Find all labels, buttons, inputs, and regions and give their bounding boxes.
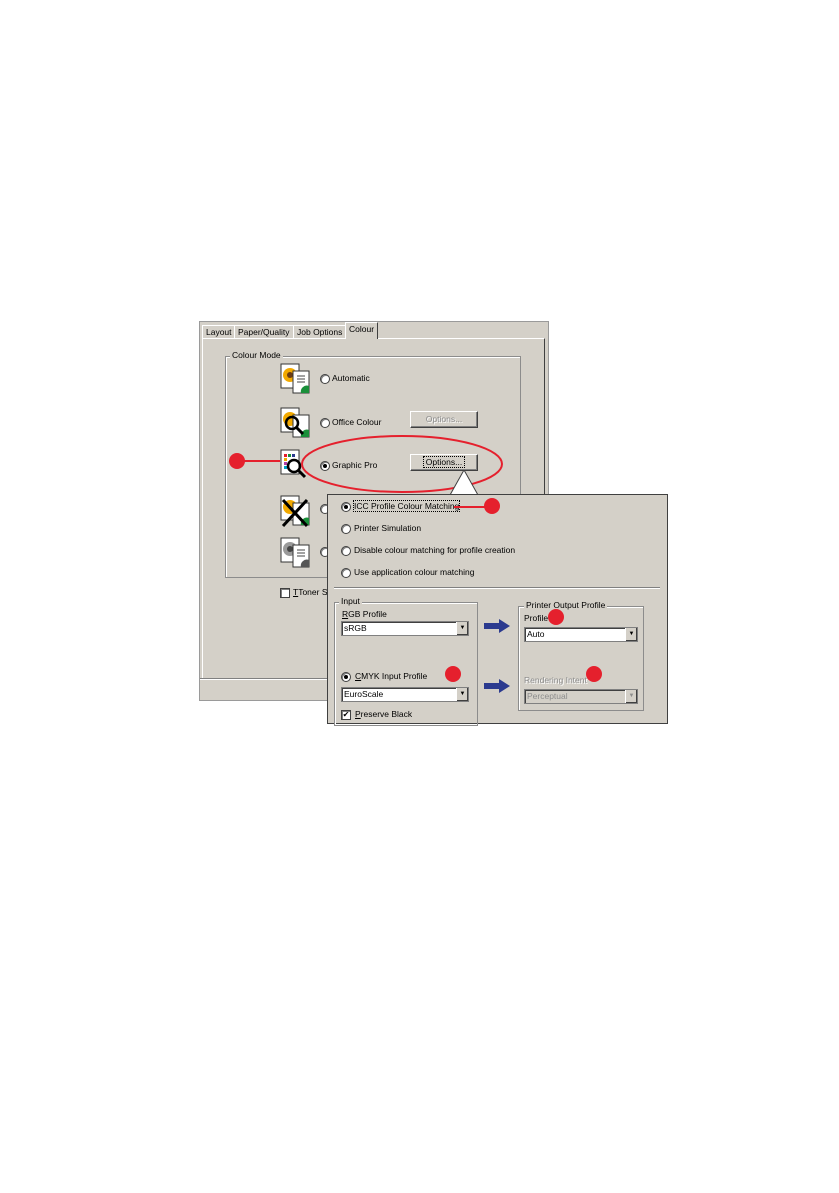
- automatic-label: Automatic: [332, 373, 370, 383]
- cmyk-profile-value: EuroScale: [344, 689, 384, 699]
- tab-layout[interactable]: Layout: [202, 325, 236, 339]
- output-profile-dropdown-arrow-icon[interactable]: ▼: [625, 628, 637, 641]
- printer-simulation-radio[interactable]: [341, 524, 351, 534]
- office-colour-radio[interactable]: [320, 418, 330, 428]
- disable-matching-radio[interactable]: [341, 546, 351, 556]
- callout-marker-3: [548, 609, 564, 625]
- toner-saving-label: TToner Sav: [293, 587, 337, 597]
- icc-profile-radio[interactable]: [341, 502, 351, 512]
- output-profile-label: Profile: [524, 613, 549, 623]
- printer-output-profile-legend: Printer Output Profile: [524, 600, 608, 610]
- graphic-pro-radio[interactable]: [320, 461, 330, 471]
- graphic-pro-options-button[interactable]: Options...: [410, 454, 478, 471]
- graphic-pro-highlight-ellipse: [301, 435, 503, 493]
- colour-mode-legend: Colour Mode: [230, 350, 283, 360]
- printer-simulation-label: Printer Simulation: [354, 523, 422, 533]
- output-profile-value: Auto: [527, 629, 545, 639]
- office-colour-icon: [280, 407, 310, 438]
- callout-marker-2: [484, 498, 500, 514]
- colour-options-dialog: ICC Profile Colour Matching Printer Simu…: [327, 494, 668, 726]
- monochrome-mode-icon: [280, 537, 310, 568]
- cmyk-input-label: CMYK Input Profile: [355, 671, 428, 681]
- dialog-pointer: [449, 470, 479, 496]
- callout-line-1: [243, 460, 280, 462]
- preserve-black-checkbox[interactable]: ✔: [341, 710, 351, 720]
- tab-paper-quality[interactable]: Paper/Quality: [234, 325, 294, 339]
- automatic-radio[interactable]: [320, 374, 330, 384]
- rendering-intent-value: Perceptual: [527, 691, 568, 701]
- office-options-button-label: Options...: [425, 414, 463, 424]
- rendering-intent-select: Perceptual ▼: [524, 689, 638, 704]
- output-profile-select[interactable]: Auto ▼: [524, 627, 638, 642]
- rgb-profile-value: sRGB: [344, 623, 367, 633]
- toner-saving-checkbox[interactable]: [280, 588, 290, 598]
- input-legend: Input: [339, 596, 362, 606]
- rgb-profile-label: RGB Profile: [342, 609, 387, 619]
- disable-matching-label: Disable colour matching for profile crea…: [354, 545, 516, 555]
- callout-marker-1: [229, 453, 245, 469]
- graphic-pro-options-button-label: Options...: [422, 456, 466, 468]
- rgb-dropdown-arrow-icon[interactable]: ▼: [456, 622, 468, 635]
- input-group: [334, 602, 478, 726]
- automatic-mode-icon: [280, 363, 310, 394]
- tab-job-options[interactable]: Job Options: [293, 325, 347, 339]
- cmyk-profile-select[interactable]: EuroScale ▼: [341, 687, 469, 702]
- application-matching-radio[interactable]: [341, 568, 351, 578]
- callout-marker-4: [445, 666, 461, 682]
- rgb-profile-select[interactable]: sRGB ▼: [341, 621, 469, 636]
- office-options-button[interactable]: Options...: [410, 411, 478, 428]
- cmyk-input-radio[interactable]: [341, 672, 351, 682]
- preserve-black-label: Preserve Black: [355, 709, 413, 719]
- callout-marker-5: [586, 666, 602, 682]
- disable-matching-mode-icon: [280, 495, 310, 528]
- options-separator: [334, 587, 660, 589]
- cmyk-dropdown-arrow-icon[interactable]: ▼: [456, 688, 468, 701]
- rendering-intent-dropdown-arrow-icon: ▼: [625, 690, 637, 703]
- callout-line-2: [454, 506, 488, 508]
- graphic-pro-label: Graphic Pro: [332, 460, 378, 470]
- icc-profile-label: ICC Profile Colour Matching: [352, 500, 461, 512]
- application-matching-label: Use application colour matching: [354, 567, 475, 577]
- rgb-to-output-arrow-icon: [484, 619, 510, 633]
- office-colour-label: Office Colour: [332, 417, 382, 427]
- cmyk-to-output-arrow-icon: [484, 679, 510, 693]
- tab-colour[interactable]: Colour: [345, 322, 379, 339]
- rendering-intent-label: Rendering Intent: [524, 675, 587, 685]
- tab-bar: Layout Paper/Quality Job Options Colour: [200, 322, 548, 339]
- graphic-pro-icon: [280, 449, 307, 479]
